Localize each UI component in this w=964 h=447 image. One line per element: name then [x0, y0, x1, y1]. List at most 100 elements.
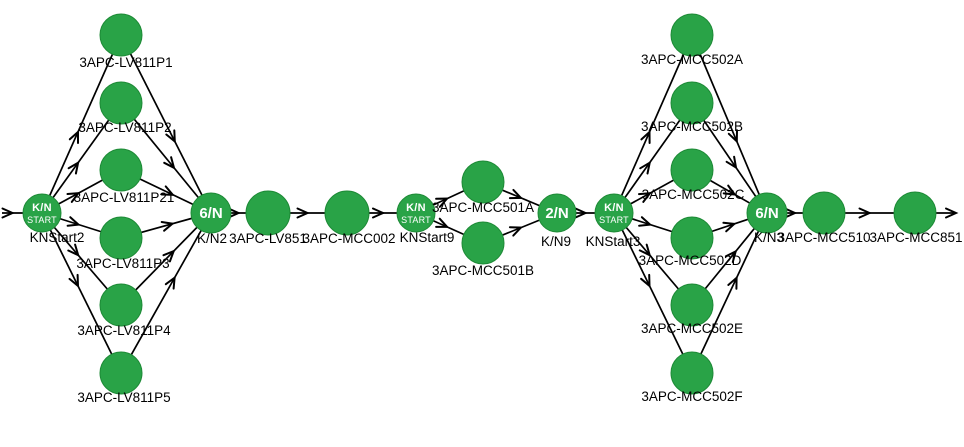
- edge-mcc502a-kn3: [691, 34, 768, 214]
- arrowhead-icon: [68, 273, 80, 289]
- node-label-mcc851: 3APC-MCC851: [869, 230, 962, 245]
- node-label-lv811p5: 3APC-LV811P5: [77, 390, 170, 405]
- node-knstart2[interactable]: [22, 193, 62, 233]
- node-label-lv811p4: 3APC-LV811P4: [77, 323, 171, 338]
- node-kn2[interactable]: [190, 192, 232, 234]
- arrowhead-icon: [574, 207, 588, 219]
- node-mcc510[interactable]: [802, 191, 846, 235]
- node-label-mcc502a: 3APC-MCC502A: [641, 52, 743, 67]
- node-label-knstart9: KNStart9: [400, 230, 455, 245]
- arrowhead-icon: [67, 160, 80, 175]
- node-mcc502a[interactable]: [670, 13, 714, 57]
- node-mcc502e[interactable]: [670, 283, 714, 327]
- edge-knstart2-lv811p5: [41, 212, 122, 374]
- start-inner-label-start: START: [27, 215, 57, 225]
- gate-inner-label: 6/N: [755, 205, 778, 222]
- arrowhead-icon: [858, 207, 872, 219]
- edge-lv811p2-kn2: [120, 102, 212, 214]
- node-mcc002[interactable]: [324, 190, 370, 236]
- edge-knstart3-mcc502a: [613, 34, 693, 214]
- start-inner-label-kn: K/N: [604, 202, 624, 214]
- arrowhead-icon: [722, 184, 737, 196]
- arrowhead-icon: [640, 129, 651, 144]
- arrowhead-icon: [784, 207, 798, 219]
- node-lv811p5[interactable]: [99, 351, 143, 395]
- arrowhead-icon: [508, 188, 524, 200]
- node-label-lv851: 3APC-LV851: [229, 231, 307, 246]
- node-label-mcc502b: 3APC-MCC502B: [641, 119, 743, 134]
- arrowhead-icon: [1, 207, 15, 219]
- arrowhead-icon: [165, 129, 176, 144]
- node-label-mcc501b: 3APC-MCC501B: [432, 263, 534, 278]
- node-label-kn9: K/N9: [541, 234, 571, 249]
- arrowhead-icon: [639, 160, 652, 175]
- arrowhead-icon: [68, 129, 79, 144]
- edge-mcc502b-kn3: [691, 102, 768, 214]
- start-inner-label-start: START: [401, 215, 431, 225]
- node-mcc502b[interactable]: [670, 81, 714, 125]
- arrowhead-icon: [67, 243, 80, 258]
- node-label-mcc502c: 3APC-MCC502C: [642, 187, 745, 202]
- node-label-mcc002: 3APC-MCC002: [302, 231, 395, 246]
- node-label-knstart2: KNStart2: [30, 230, 85, 245]
- node-lv811p1[interactable]: [99, 13, 143, 57]
- node-lv811p2[interactable]: [99, 81, 143, 125]
- node-lv811p3[interactable]: [99, 216, 143, 260]
- node-mcc502f[interactable]: [670, 351, 714, 395]
- arrowhead-icon: [296, 207, 310, 219]
- node-label-kn3: K/N3: [754, 230, 784, 245]
- node-label-lv811p1: 3APC-LV811P1: [79, 55, 172, 70]
- node-mcc502c[interactable]: [670, 148, 714, 192]
- arrowhead-icon: [66, 192, 81, 203]
- node-mcc501a[interactable]: [461, 160, 505, 204]
- node-mcc501b[interactable]: [461, 221, 505, 265]
- node-knstart3[interactable]: [594, 193, 634, 233]
- node-label-lv811p21: 3APC-LV811P21: [74, 190, 175, 205]
- arrowhead-icon: [160, 185, 176, 196]
- edge-knstart2-lv811p2: [41, 102, 122, 214]
- arrowhead-icon: [163, 156, 176, 170]
- node-label-mcc502e: 3APC-MCC502E: [641, 321, 743, 336]
- arrowhead-icon: [508, 226, 524, 237]
- start-inner-label-start: START: [599, 215, 629, 225]
- arrowhead-icon: [162, 249, 176, 263]
- arrowhead-icon: [638, 216, 653, 227]
- node-label-lv811p3: 3APC-LV811P3: [76, 256, 169, 271]
- node-mcc502d[interactable]: [670, 216, 714, 260]
- arrowhead-icon: [227, 207, 241, 219]
- node-lv811p4[interactable]: [99, 283, 143, 327]
- arrowhead-icon: [725, 155, 738, 170]
- node-kn9[interactable]: [537, 193, 577, 233]
- node-kn3[interactable]: [746, 192, 788, 234]
- node-label-mcc502d: 3APC-MCC502D: [639, 253, 742, 268]
- node-knstart9[interactable]: [396, 193, 436, 233]
- gate-inner-label: 6/N: [199, 205, 222, 222]
- edge-lv811p5-kn2: [120, 212, 212, 374]
- arrowhead-icon: [727, 275, 738, 290]
- arrowhead-icon: [160, 221, 175, 232]
- edge-knstart3-mcc502b: [613, 102, 693, 214]
- arrowhead-icon: [66, 216, 81, 227]
- node-lv851[interactable]: [245, 190, 291, 236]
- node-label-mcc501a: 3APC-MCC501A: [432, 200, 534, 215]
- node-label-knstart3: KNStart3: [586, 234, 641, 249]
- node-label-lv811p2: 3APC-LV811P2: [78, 120, 171, 135]
- node-label-mcc510: 3APC-MCC510: [777, 230, 870, 245]
- arrowhead-icon: [640, 273, 651, 289]
- edge-knstart3-mcc502f: [613, 212, 693, 374]
- node-lv811p21[interactable]: [99, 148, 143, 192]
- arrowhead-icon: [435, 197, 450, 208]
- arrowhead-icon: [727, 129, 738, 144]
- node-mcc851[interactable]: [893, 191, 937, 235]
- arrowhead-icon: [945, 207, 959, 219]
- arrowhead-icon: [372, 207, 386, 219]
- arrowhead-icon: [435, 217, 450, 228]
- start-inner-label-kn: K/N: [32, 202, 52, 214]
- arrowhead-icon: [638, 243, 652, 258]
- start-inner-label-kn: K/N: [406, 202, 426, 214]
- edge-knstart2-lv811p1: [41, 34, 122, 214]
- edge-mcc502f-kn3: [691, 212, 768, 374]
- edge-lv811p1-kn2: [120, 34, 212, 214]
